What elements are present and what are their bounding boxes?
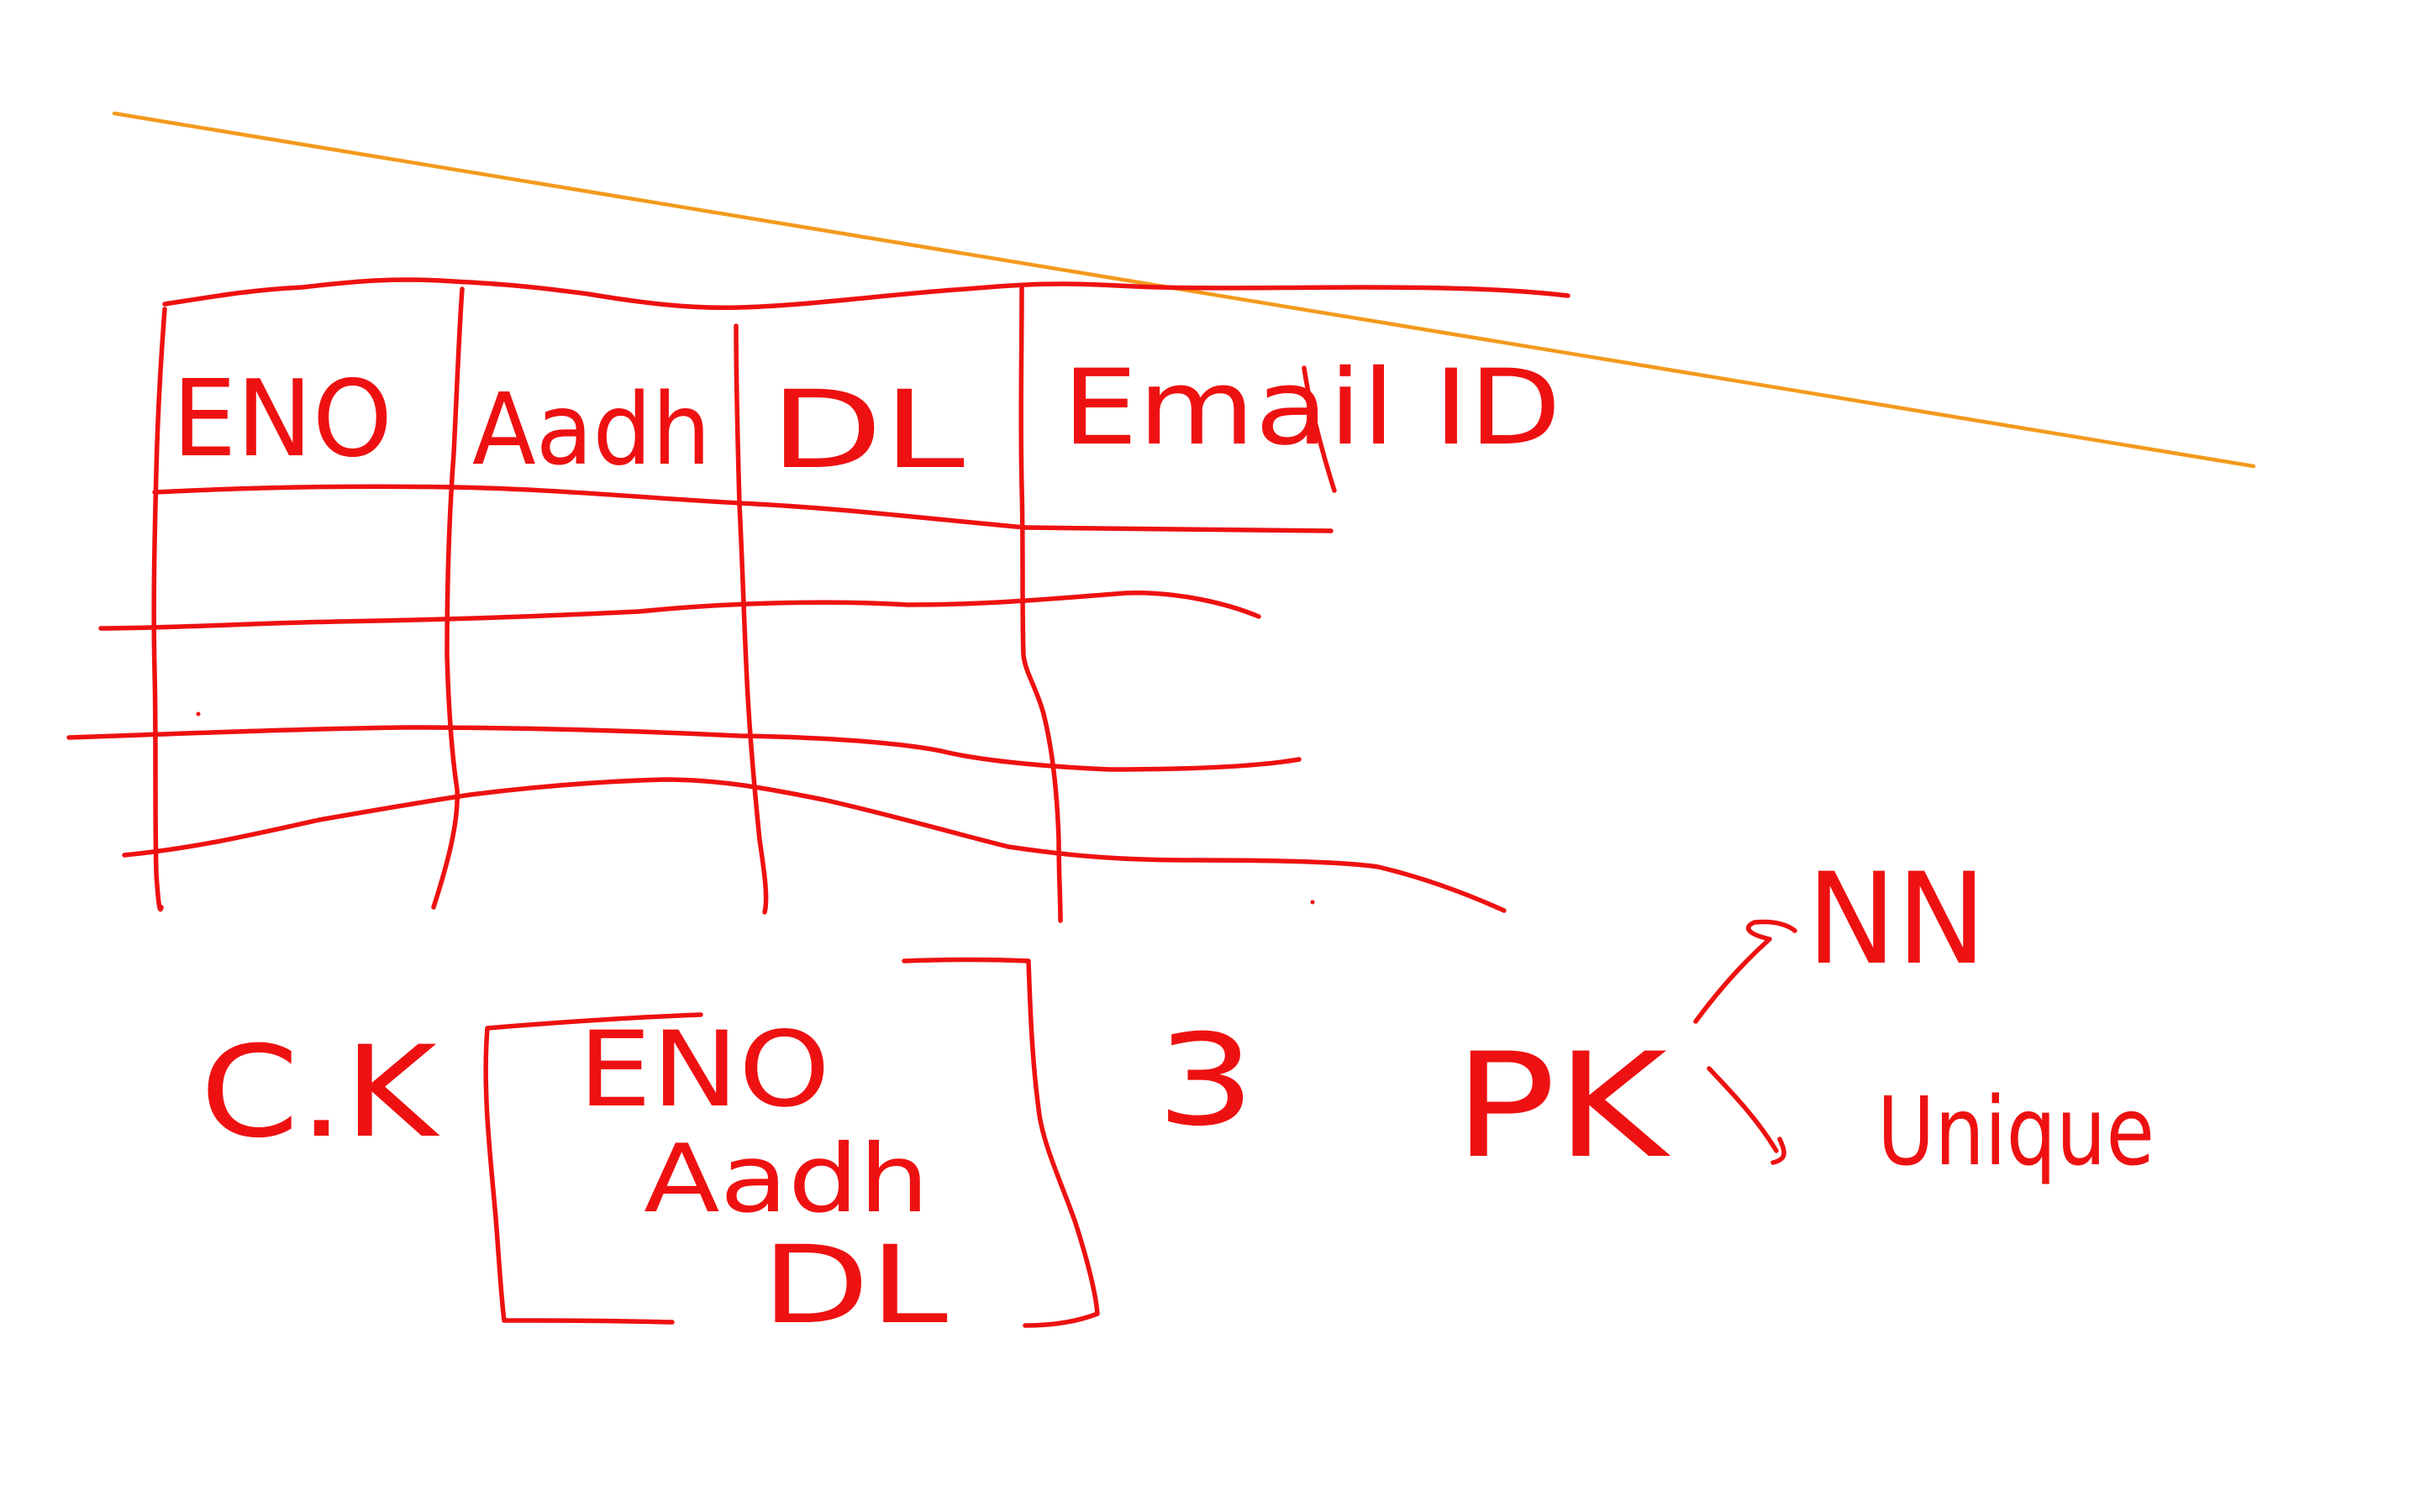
table-header-email-id: Email ID [1062,348,1561,469]
ink-dot [196,711,201,717]
table-header-divider [152,484,1334,533]
ck-item-aadh: Aadh [644,1125,929,1234]
table-header-dl: DL [770,368,965,493]
table-header-eno: ENO [172,357,392,480]
table-email-tick [1302,365,1337,493]
ck-item-eno: ENO [578,1010,830,1131]
pk-arrow-nn [1693,919,1797,1024]
ck-count: 3 [1156,1008,1255,1154]
table-col-line-2 [431,286,465,910]
pk-arrow-unique [1707,1066,1786,1165]
table-row-divider-3 [122,777,1507,913]
ck-label: C.K [200,1020,440,1166]
pk-label: PK [1454,1021,1671,1190]
table-col-line-4 [1018,285,1063,923]
pk-property-nn: NN [1807,847,1986,993]
ck-right-bracket [902,957,1100,1328]
table-top-border [162,277,1570,311]
pk-property-unique: Unique [1877,1078,2154,1187]
table-header-aadh: Aadh [472,371,711,487]
ck-left-bracket [483,1012,703,1325]
ck-item-dl: DL [761,1223,948,1348]
table-col-line-1 [151,307,167,912]
table-row-divider-2 [66,725,1302,772]
ink-dot [1310,900,1315,905]
table-col-line-3 [734,323,769,915]
table-row-divider-1 [98,591,1261,631]
hand-drawn-table [66,277,1570,923]
